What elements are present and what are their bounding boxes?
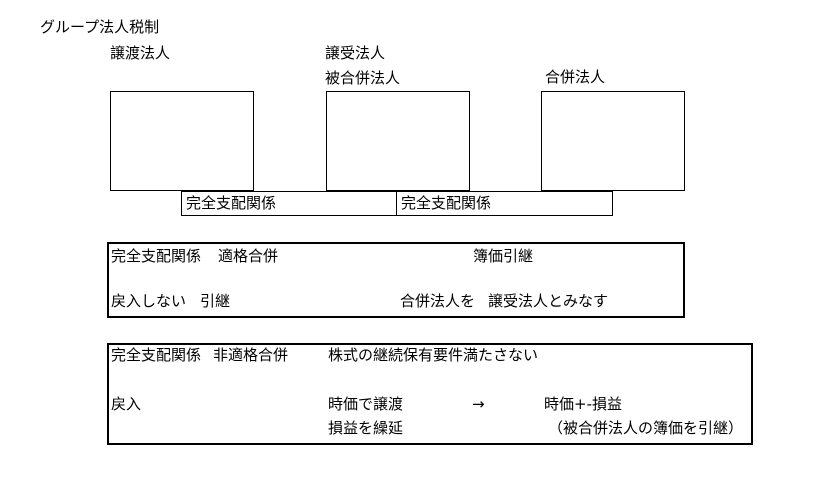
label-transferor-corporation: 譲渡法人 [110,44,171,62]
nonqualified-condition-label: 株式の継続保有要件満たさない [328,346,539,364]
arrow-right-icon: → [472,395,485,413]
qualified-deemed-transferee-label: 譲受法人とみなす [488,292,609,310]
nonqualified-fair-value-transfer-label: 時価で譲渡 [328,395,404,413]
page-title: グループ法人税制 [40,18,160,36]
control-relation-left: 完全支配関係 [181,191,397,216]
nonqualified-relation-label: 完全支配関係 [111,346,202,364]
qualified-merging-corp-label: 合併法人を [400,292,476,310]
nonqualified-merger-box [107,343,753,445]
nonqualified-merger-type-label: 非適格合併 [213,346,289,364]
nonqualified-reversal-label: 戻入 [111,395,142,413]
label-merging-corporation: 合併法人 [545,68,606,86]
control-relation-right: 完全支配関係 [397,191,613,216]
qualified-merger-type-label: 適格合併 [218,247,279,265]
qualified-merger-box [107,242,685,318]
label-merged-corporation: 被合併法人 [325,69,401,87]
transferee-merged-corporation-box [326,91,470,191]
qualified-carryover-label: 引継 [200,292,231,310]
label-transferee-corporation: 譲受法人 [325,44,386,62]
nonqualified-deferral-label: 損益を繰延 [328,419,404,437]
transferor-corporation-box [110,91,254,191]
qualified-no-reversal-label: 戻入しない [111,292,187,310]
qualified-relation-label: 完全支配関係 [111,247,202,265]
nonqualified-note-label: （被合併法人の簿価を引継） [548,419,744,437]
qualified-book-value-label: 簿価引継 [473,247,534,265]
merging-corporation-box [541,91,685,191]
nonqualified-fair-value-result-label: 時価+-損益 [544,395,622,413]
